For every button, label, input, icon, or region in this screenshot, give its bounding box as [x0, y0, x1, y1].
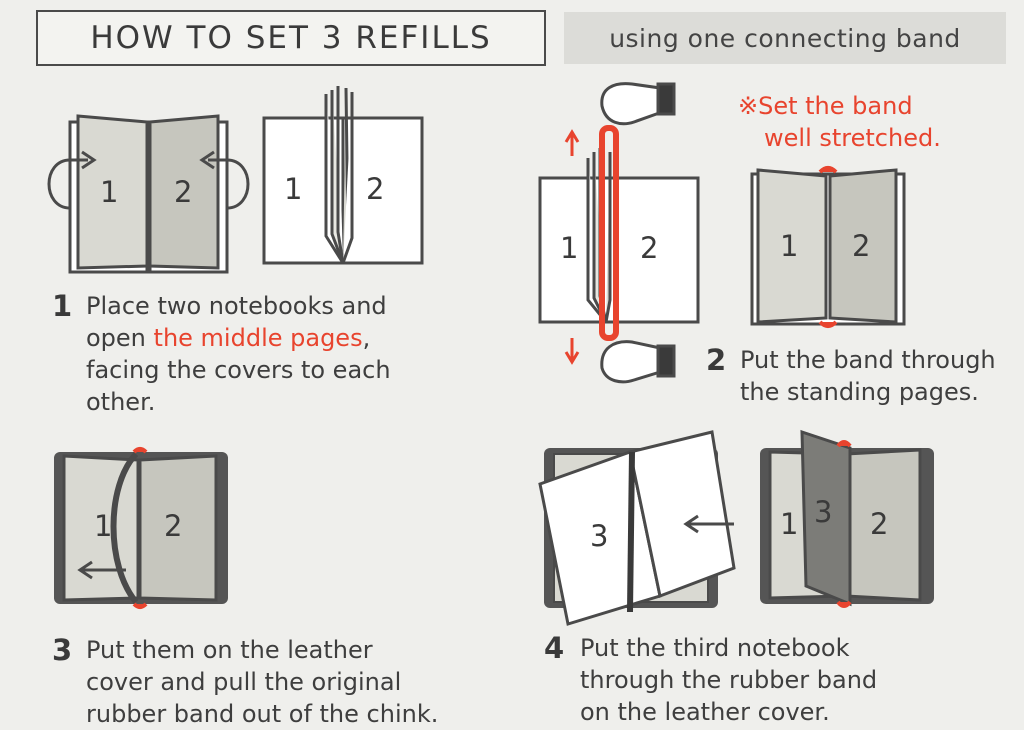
notebook-1-pages: [76, 114, 149, 270]
step2-illustration-band: 1 2: [538, 82, 700, 384]
page-subtitle: using one connecting band: [564, 12, 1006, 64]
arrow-right-head: [199, 150, 215, 170]
label-one: 1: [100, 175, 118, 209]
label-two: 2: [164, 509, 182, 543]
bottom-cuff: [656, 344, 676, 378]
step-3-number: 3: [52, 633, 73, 667]
step1-illustration-standing: 1 2: [262, 86, 424, 265]
step-1-line1: Place two notebooks and: [86, 292, 387, 320]
band-note: ※Set the band well stretched.: [738, 90, 941, 154]
page-title: HOW TO SET 3 REFILLS: [36, 10, 546, 66]
pulled-band: [110, 451, 139, 604]
step4-illustration-insert: 3: [538, 430, 736, 626]
band-bottom: [836, 600, 852, 608]
band-note-line2: well stretched.: [764, 124, 941, 152]
rubber-band: [627, 451, 635, 613]
band-bottom: [818, 320, 838, 328]
label-two: 2: [640, 231, 658, 265]
step-1-line4: other.: [86, 388, 156, 416]
step-1: 1 Place two notebooks and open the middl…: [52, 290, 391, 418]
standing-page-4: [604, 152, 612, 323]
middle-pages-highlight: the middle pages: [153, 324, 363, 352]
step-4: 4 Put the third notebook through the rub…: [544, 632, 877, 728]
step-1-number: 1: [52, 289, 73, 323]
band-top: [132, 447, 148, 454]
step3-illustration: 1 2: [54, 447, 228, 609]
page-subtitle-text: using one connecting band: [609, 23, 961, 53]
top-cuff: [656, 82, 676, 116]
label-three: 3: [590, 519, 608, 553]
step-1-line2: open the middle pages,: [86, 324, 371, 352]
top-hand-icon: [600, 82, 664, 126]
rubber-band: [599, 125, 619, 341]
step4-illustration-result: 1 3 2: [760, 429, 934, 608]
label-one: 1: [560, 231, 578, 265]
label-two: 2: [174, 175, 192, 209]
notebook-2-pages: [138, 454, 218, 602]
page-title-text: HOW TO SET 3 REFILLS: [90, 20, 492, 56]
band-note-line1: ※Set the band: [738, 92, 913, 120]
band-top: [836, 440, 852, 448]
step-1-line3: facing the covers to each: [86, 356, 391, 384]
step-4-line3: on the leather cover.: [580, 698, 830, 726]
step-4-line1: Put the third notebook: [580, 634, 850, 662]
bottom-hand-icon: [600, 340, 662, 384]
step-3-line1: Put them on the leather: [86, 636, 373, 664]
step1-illustration-open: 1 2: [47, 114, 250, 274]
third-notebook-right: [628, 430, 736, 599]
step-4-line2: through the rubber band: [580, 666, 878, 694]
step-3: 3 Put them on the leather cover and pull…: [52, 634, 438, 730]
step-2-number: 2: [706, 343, 727, 377]
notebook-1-pages: [756, 168, 828, 324]
label-one: 1: [284, 172, 302, 206]
arrow-left-head: [81, 150, 97, 170]
step-3-line2: cover and pull the original: [86, 668, 402, 696]
label-one: 1: [94, 509, 112, 543]
standing-page-3: [336, 86, 345, 264]
arrow-left-curve: [47, 158, 88, 210]
step-4-number: 4: [544, 631, 565, 665]
label-one: 1: [780, 507, 798, 541]
step-2: 2 Put the band through the standing page…: [706, 344, 996, 408]
notebook-2-pages: [828, 168, 898, 324]
step-2-line1: Put the band through: [740, 346, 996, 374]
notebook-2-pages: [148, 114, 220, 270]
band-bottom: [132, 602, 148, 609]
step-2-line2: the standing pages.: [740, 378, 979, 406]
step-3-line3: rubber band out of the chink.: [86, 700, 439, 728]
label-two: 2: [870, 507, 888, 541]
label-two: 2: [366, 172, 384, 206]
standing-page-5: [341, 92, 354, 264]
label-one: 1: [780, 229, 798, 263]
label-three: 3: [814, 495, 832, 529]
label-two: 2: [852, 229, 870, 263]
step2-illustration-result: 1 2: [750, 166, 906, 328]
band-top: [818, 166, 838, 174]
arrow-right-curve: [208, 158, 250, 210]
